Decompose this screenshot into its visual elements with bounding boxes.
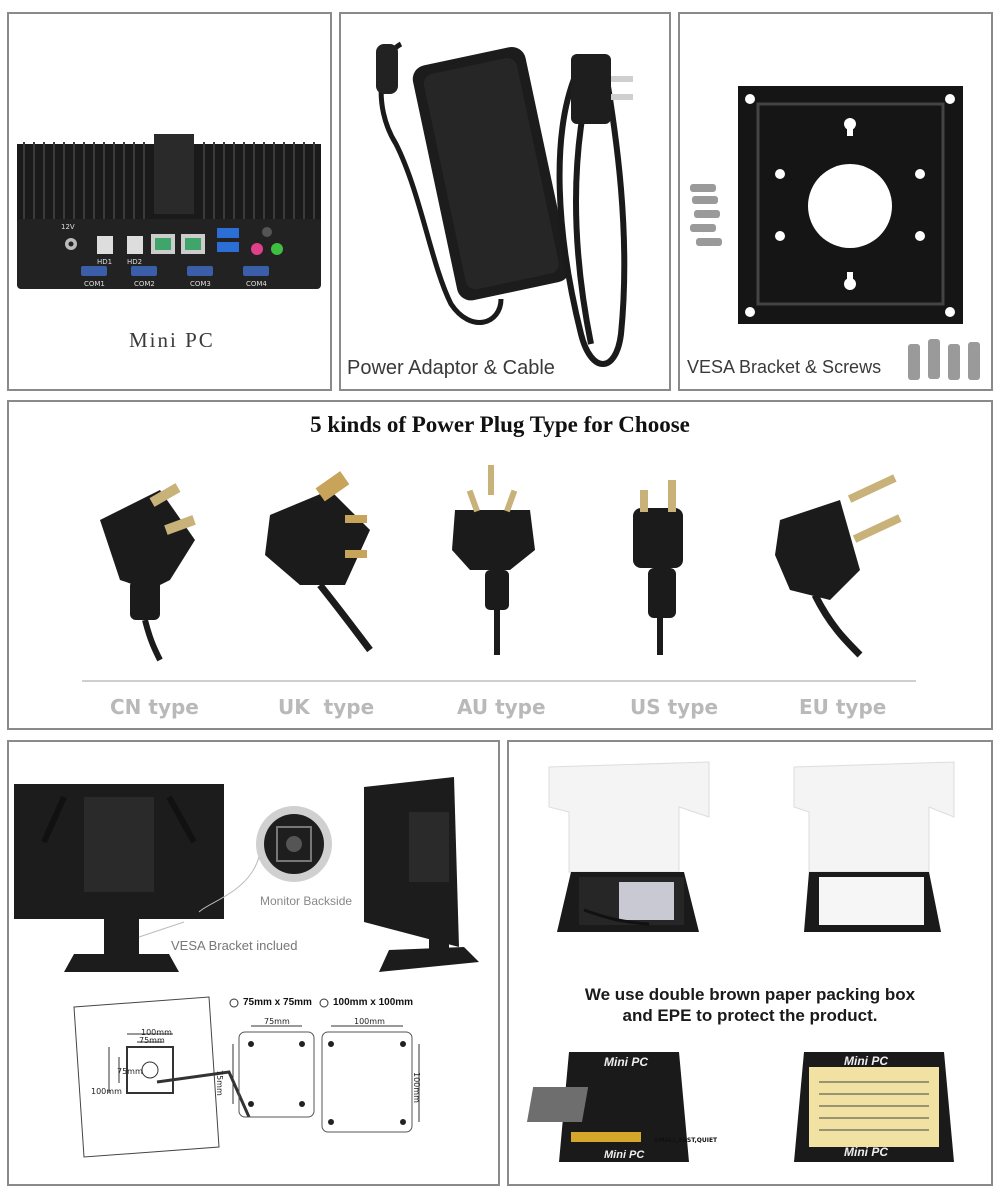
power-adaptor-caption: Power Adaptor & Cable	[347, 357, 555, 379]
vesa-included-label: VESA Bracket inclued	[171, 938, 298, 953]
wall-dim-75-v: 75mm	[117, 1067, 143, 1076]
plug-label-us: US type	[630, 695, 719, 719]
option-100-label: 100mm x 100mm	[333, 997, 414, 1008]
template-dim-100-v: 100mm	[412, 1072, 421, 1103]
panel-mini-pc: 12V HD1 HD2 COM1 COM2 COM3 COM4 Mini PC	[7, 12, 332, 391]
packing-image: SMALL,FAST,QUIET	[526, 761, 955, 1162]
mini-pc-image: 12V HD1 HD2 COM1 COM2 COM3 COM4	[17, 134, 321, 289]
wall-dim-100-h: 100mm	[141, 1028, 172, 1037]
panel-monitor-mounting: 100mm 75mm 100mm 75mm 75mm 75mm 100mm 10…	[7, 740, 500, 1186]
box-label-right-top: Mini PC	[844, 1054, 888, 1068]
au-plug	[452, 465, 535, 655]
template-dim-75-v: 75mm	[215, 1070, 224, 1096]
uk-plug	[265, 471, 373, 653]
vesa-caption: VESA Bracket & Screws	[687, 357, 882, 377]
template-dim-75-h: 75mm	[264, 1017, 290, 1026]
plug-section-title: 5 kinds of Power Plug Type for Choose	[310, 412, 690, 437]
port-label-hd2: HD2	[127, 258, 142, 266]
plug-label-au: AU type	[457, 695, 546, 719]
us-plug	[633, 480, 683, 655]
port-label-com2: COM2	[134, 280, 155, 288]
monitor-mount-image: 100mm 75mm 100mm 75mm 75mm 75mm 100mm 10…	[14, 777, 479, 1158]
power-adaptor-image	[376, 41, 633, 367]
template-dim-100-h: 100mm	[354, 1017, 385, 1026]
box-label-right-bottom: Mini PC	[844, 1145, 888, 1159]
wall-dim-100-v: 100mm	[91, 1087, 122, 1096]
monitor-backside-label: Monitor Backside	[260, 894, 353, 908]
option-75-label: 75mm x 75mm	[243, 997, 312, 1008]
plug-label-uk: UK type	[278, 695, 375, 719]
plug-label-eu: EU type	[799, 695, 887, 719]
mini-pc-caption: Mini PC	[129, 328, 215, 352]
box-label-left-top: Mini PC	[604, 1055, 648, 1069]
vesa-bracket-image	[690, 86, 980, 380]
cn-plug-image	[100, 465, 902, 662]
port-label-com1: COM1	[84, 280, 105, 288]
plug-label-cn: CN type	[110, 695, 199, 719]
packing-message-line2: and EPE to protect the product.	[622, 1006, 878, 1025]
port-label-hd1: HD1	[97, 258, 112, 266]
port-label-12v: 12V	[61, 223, 75, 231]
box-tagline: SMALL,FAST,QUIET	[654, 1137, 718, 1144]
cn-plug	[100, 483, 196, 662]
panel-power-adaptor: Power Adaptor & Cable	[339, 12, 671, 391]
panel-vesa-bracket: VESA Bracket & Screws	[678, 12, 993, 391]
wall-dim-75-h: 75mm	[139, 1036, 165, 1045]
panel-packing: SMALL,FAST,QUIET We use double brown pap…	[507, 740, 993, 1186]
port-label-com3: COM3	[190, 280, 211, 288]
packing-message-line1: We use double brown paper packing box	[584, 985, 916, 1004]
box-label-left-bottom: Mini PC	[604, 1149, 645, 1161]
plug-divider	[82, 680, 916, 682]
eu-plug	[775, 474, 902, 658]
port-label-com4: COM4	[246, 280, 267, 288]
